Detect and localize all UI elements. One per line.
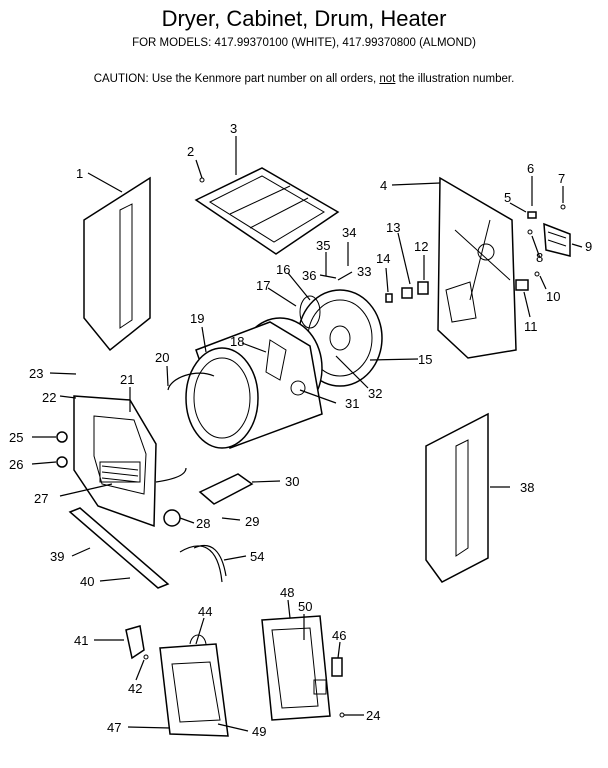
callout: 4: [380, 178, 387, 193]
callout: 35: [316, 238, 330, 253]
part-wire-harness: [129, 400, 187, 483]
part-side-panel-right: [425, 412, 489, 583]
callout: 20: [155, 350, 169, 365]
callout: 49: [252, 724, 266, 739]
callout: 41: [74, 633, 88, 648]
callout: 11: [524, 319, 538, 334]
part-hinge: [125, 625, 149, 660]
part-belt: [167, 372, 215, 391]
callout: 21: [120, 372, 134, 387]
part-drum: [185, 317, 323, 449]
part-switch-25: [56, 431, 68, 443]
callout: 15: [418, 352, 432, 367]
callout: 44: [198, 604, 212, 619]
callout: 18: [230, 334, 244, 349]
callout: 26: [9, 457, 23, 472]
part-door: [159, 634, 229, 737]
callout: 9: [585, 239, 592, 254]
callout: 47: [107, 720, 121, 735]
part-small-fasteners: [385, 204, 566, 303]
part-side-panel-left: [83, 176, 151, 352]
part-toe-rail: [68, 507, 170, 589]
models-subtitle: FOR MODELS: 417.99370100 (WHITE), 417.99…: [132, 37, 476, 49]
caution-suffix: the illustration number.: [395, 73, 515, 85]
caution-not: not: [379, 73, 396, 85]
callout: 19: [190, 311, 204, 326]
leader-lines: [31, 136, 583, 732]
callout: 27: [34, 491, 48, 506]
callout: 48: [280, 585, 294, 600]
part-front-panel: [73, 395, 157, 528]
diagram-title: Dryer, Cabinet, Drum, Heater: [161, 6, 447, 31]
callout: 33: [357, 264, 371, 279]
part-hoses: [179, 545, 227, 583]
callout: 28: [196, 516, 210, 531]
part-heater: [198, 473, 254, 505]
part-latch: [331, 657, 343, 677]
callout: 30: [285, 474, 299, 489]
callout: 38: [520, 480, 534, 495]
callout: 54: [250, 549, 264, 564]
callout: 1: [76, 166, 83, 181]
callout: 40: [80, 574, 94, 589]
part-top-panel: [194, 167, 340, 255]
callout: 3: [230, 121, 237, 136]
callout: 24: [366, 708, 380, 723]
part-rear-panel: [437, 176, 517, 359]
callout: 50: [298, 599, 312, 614]
part-screw-24: [339, 712, 345, 718]
callout: 25: [9, 430, 23, 445]
callout: 42: [128, 681, 142, 696]
callout: 14: [376, 251, 390, 266]
callout: 39: [50, 549, 64, 564]
callout: 36: [302, 268, 316, 283]
callout: 32: [368, 386, 382, 401]
callout: 7: [558, 171, 565, 186]
callout: 31: [345, 396, 359, 411]
part-switch-26: [56, 456, 68, 468]
callout: 17: [256, 278, 270, 293]
callout: 16: [276, 262, 290, 277]
callout: 6: [527, 161, 534, 176]
caution-prefix: CAUTION: Use the Kenmore part number on …: [93, 73, 380, 85]
callout: 34: [342, 225, 356, 240]
callout: 12: [414, 239, 428, 254]
callout: 23: [29, 366, 43, 381]
part-lamp: [163, 509, 181, 527]
part-vent-grille: [543, 222, 571, 257]
callout: 22: [42, 390, 56, 405]
caution-note: CAUTION: Use the Kenmore part number on …: [0, 73, 608, 85]
callout: 5: [504, 190, 511, 205]
callout: 13: [386, 220, 400, 235]
callout: 29: [245, 514, 259, 529]
callout: 8: [536, 250, 543, 265]
callout: 2: [187, 144, 194, 159]
callout: 10: [546, 289, 560, 304]
callout-numbers: 1 2 3 4 5 6 7 8 9 10 11 12 13 14 15 16 1…: [9, 121, 592, 739]
callout: 46: [332, 628, 346, 643]
part-door-gasket: [261, 615, 331, 721]
